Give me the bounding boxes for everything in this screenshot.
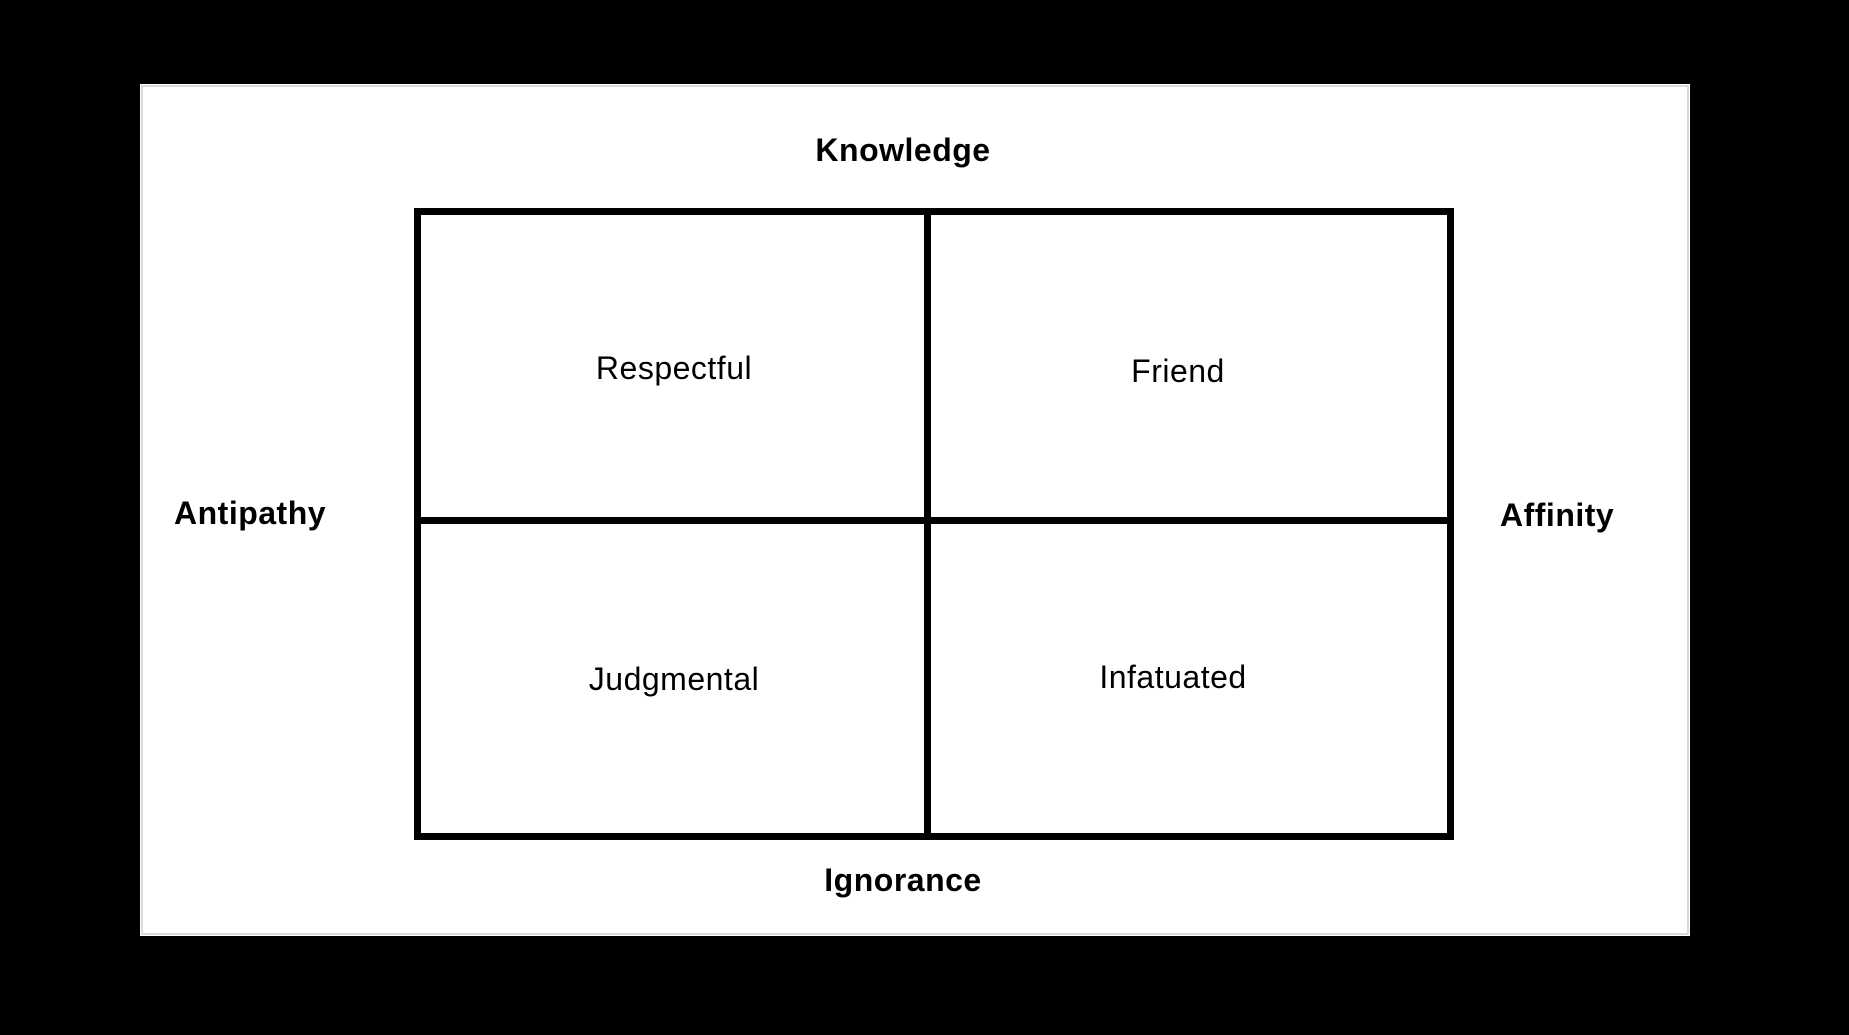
quadrant-top-right-label: Friend <box>1131 353 1225 389</box>
quadrant-bottom-right-label: Infatuated <box>1099 659 1247 695</box>
quadrant-bottom-left-label: Judgmental <box>588 661 760 697</box>
axis-label-bottom: Ignorance <box>824 862 982 898</box>
axis-label-right: Affinity <box>1500 497 1615 533</box>
diagram-panel: Knowledge Ignorance Antipathy Affinity R… <box>140 84 1690 936</box>
horizontal-divider <box>421 517 1447 524</box>
vertical-divider <box>924 215 931 833</box>
quadrant-top-left-label: Respectful <box>595 350 753 386</box>
quadrant-grid: Respectful Friend Judgmental Infatuated <box>414 208 1454 840</box>
axis-label-top: Knowledge <box>815 132 991 168</box>
axis-label-left: Antipathy <box>174 495 327 531</box>
